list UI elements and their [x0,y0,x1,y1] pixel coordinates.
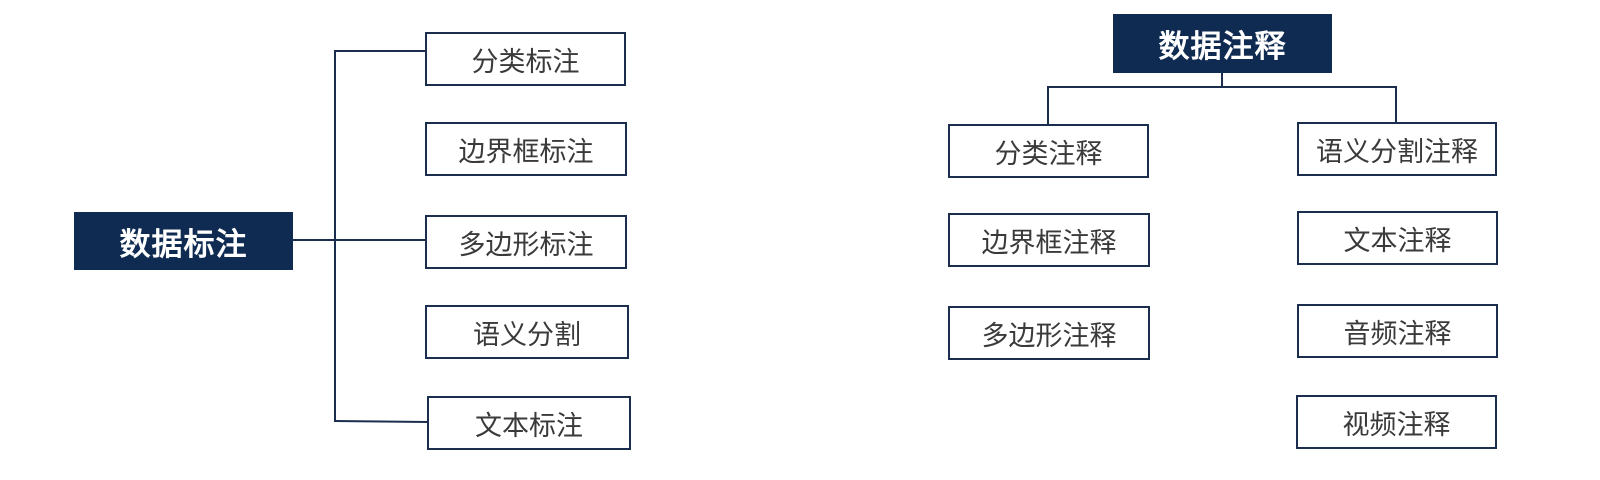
right-left-column-node: 多边形注释 [948,306,1150,360]
right-right-column-label: 语义分割注释 [1316,136,1478,168]
right-left-column-node: 分类注释 [948,124,1149,178]
left-branch-bottom [333,419,429,424]
right-right-column-node: 视频注释 [1296,395,1497,449]
right-right-column-label: 文本注释 [1343,225,1452,257]
left-root-node: 数据标注 [74,212,293,270]
right-right-column-node: 文本注释 [1297,211,1498,265]
right-left-column-label: 边界框注释 [981,227,1117,259]
left-root-label: 数据标注 [119,226,248,263]
left-child-node: 文本标注 [427,396,631,450]
left-child-node: 分类标注 [425,32,626,86]
left-child-label: 多边形标注 [458,229,594,261]
right-left-column-node: 边界框注释 [948,213,1150,267]
left-child-label: 文本标注 [475,410,583,442]
right-right-column-label: 视频注释 [1342,409,1451,441]
left-child-label: 边界框标注 [458,136,594,168]
right-right-column-label: 音频注释 [1343,318,1452,350]
right-root-node: 数据注释 [1113,14,1332,73]
right-left-column-label: 多边形注释 [981,320,1117,352]
left-child-label: 分类标注 [471,46,580,78]
left-child-node: 边界框标注 [425,122,627,176]
right-right-column-node: 语义分割注释 [1297,122,1497,176]
right-left-column-label: 分类注释 [994,138,1103,170]
left-child-node: 语义分割 [425,305,629,359]
right-right-column-node: 音频注释 [1297,304,1498,358]
right-root-label: 数据注释 [1158,29,1287,65]
left-child-label: 语义分割 [473,319,581,351]
left-child-node: 多边形标注 [425,215,627,269]
